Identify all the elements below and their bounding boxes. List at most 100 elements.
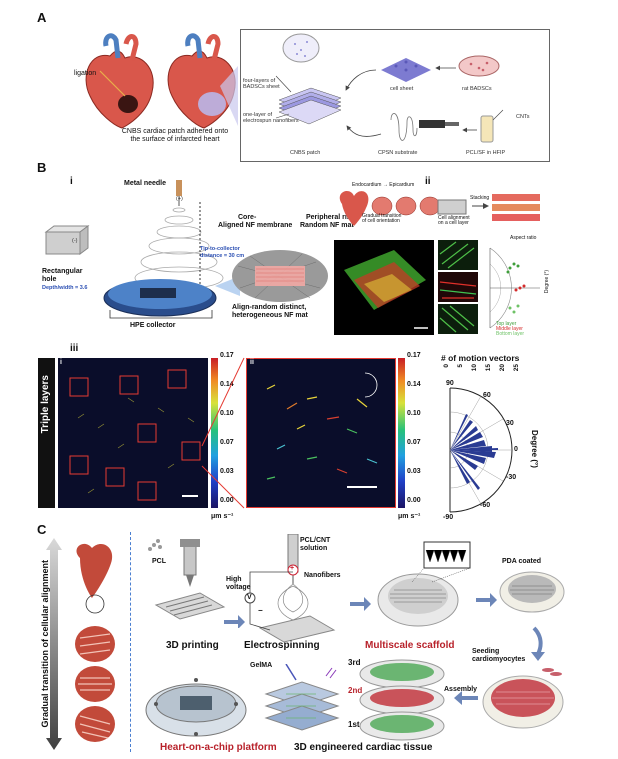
rect-hole-line-2: hole [42, 276, 57, 283]
core-line-2: Aligned NF membrane [218, 222, 293, 229]
one-layer-line-2: electrospun nanofibers [243, 118, 299, 124]
layer-1st-label: 1st [348, 720, 360, 729]
rect-hole-line-1: Rectangular [42, 268, 83, 275]
pcl-cnt-line-2: solution [300, 545, 328, 552]
gelma-label: GelMA [250, 662, 273, 669]
core-line-1: Core- [238, 214, 257, 221]
pda-coated-scaffold [499, 571, 565, 613]
align-line-2: heterogeneous NF mat [232, 312, 308, 319]
hpe-collector-label: HPE collector [130, 322, 176, 329]
arrow-icon [454, 691, 478, 705]
gradual-transition-label: Gradual transition of cellular alignment [40, 560, 50, 728]
patch-fabrication-box [240, 29, 550, 162]
rat-badscs-label: rat BADSCs [462, 86, 492, 92]
plus-terminal-label: (+) [176, 196, 183, 202]
mv-tick-4: 20 [499, 364, 506, 372]
bottom-layer-image [438, 304, 478, 334]
image-ii-label: ii [250, 359, 254, 366]
panel-letter-c: C [37, 522, 47, 537]
polar-histogram [449, 387, 513, 513]
minus-terminal-label: (-) [72, 238, 78, 244]
polar-tick-90: 90 [446, 380, 454, 387]
step-electrospinning: Electrospinning [244, 640, 320, 651]
tip-distance-line-1: Tip-to-collector [200, 246, 240, 252]
heart-ligation-icon [85, 33, 154, 129]
periph-line-1: Peripheral rim- [306, 214, 356, 221]
seeded-scaffold [482, 668, 564, 729]
metal-needle-label: Metal needle [124, 180, 167, 187]
colorbar-i [211, 358, 218, 508]
cell-alignment-line-1: Cell alignment [438, 215, 470, 221]
polar-tick-minus90: -90 [443, 514, 454, 521]
arrow-icon [350, 597, 371, 611]
gradual-transition-diagram [46, 538, 115, 750]
patch-fabrication-diagram [275, 33, 504, 143]
stacked-tissue-illustration [359, 659, 445, 741]
unit-label-i: μm s⁻¹ [211, 513, 234, 520]
degree-label: Degree (°) [544, 270, 550, 294]
middle-layer-legend: Middle layer [496, 326, 523, 332]
polar-tick-30: 30 [506, 420, 514, 427]
arrow-icon [224, 615, 245, 628]
bottom-layer-legend: Bottom layer [496, 331, 525, 337]
motion-field-image-ii [246, 358, 396, 508]
high-voltage-line-1: High [226, 576, 242, 583]
pda-coated-label: PDA coated [502, 558, 542, 565]
four-layers-line-2: BADSCs sheet [243, 84, 280, 90]
cbar-ii-tick-5: 0.00 [407, 497, 421, 504]
panel-c-separator [130, 532, 131, 752]
mv-tick-3: 15 [485, 364, 492, 372]
four-layers-line-1: four-layers of [243, 78, 276, 84]
caption-line-1: CNBS cardiac patch adhered onto [121, 128, 229, 135]
arrow-icon [531, 626, 545, 661]
minus-symbol: − [258, 606, 263, 615]
motion-vectors-ticks: 0 5 10 15 20 25 [443, 364, 523, 384]
step-multiscale-scaffold: Multiscale scaffold [365, 640, 455, 651]
triple-layers-bar [38, 358, 55, 508]
sub-label-iii: iii [70, 343, 79, 354]
mv-tick-1: 5 [457, 364, 464, 368]
gelma-stack-illustration [264, 664, 340, 731]
pcl-cnt-line-1: PCL/CNT [300, 537, 331, 544]
polar-tick-minus60: -60 [480, 502, 491, 509]
cpsn-substrate-label: CPSN substrate [378, 150, 418, 156]
cbar-ii-tick-0: 0.17 [407, 352, 421, 359]
zoom-connector [201, 357, 245, 509]
panel-letter-b: B [37, 160, 47, 175]
assembly-label: Assembly [444, 686, 478, 693]
cell-sheet-label: cell sheet [390, 86, 414, 92]
plus-symbol: + [290, 565, 295, 572]
cbar-ii-tick-3: 0.07 [407, 439, 421, 446]
colorbar-ii-ticks: 0.17 0.14 0.10 0.07 0.03 0.00 [407, 352, 431, 512]
top-layer-image [438, 240, 478, 270]
stacking-label: Stacking [470, 195, 490, 201]
one-layer-line-1: one-layer of [243, 112, 273, 118]
pcl-sf-label: PCL/SF in HFIP [466, 150, 506, 156]
cbar-i-tick-1: 0.14 [220, 381, 234, 388]
cell-alignment-line-2: on a cell layer [438, 220, 469, 226]
confocal-3d-image [334, 240, 434, 335]
cbar-i-tick-5: 0.00 [220, 497, 234, 504]
cbar-i-tick-2: 0.10 [220, 410, 234, 417]
cbar-ii-tick-4: 0.03 [407, 468, 421, 475]
electrospinning-setup-diagram [44, 180, 328, 319]
aspect-ratio-label: Aspect ratio [510, 235, 537, 241]
polar-tick-minus30: -30 [506, 474, 517, 481]
cnts-label: CNTs [516, 114, 530, 120]
3d-printer-illustration [148, 539, 226, 620]
depth-width-label: Depth/width = 3.6 [42, 285, 88, 291]
cell-alignment-schematic [339, 190, 540, 226]
sub-label-i: i [70, 176, 73, 187]
cbar-ii-tick-1: 0.14 [407, 381, 421, 388]
multiscale-scaffold-illustration [377, 541, 471, 627]
polar-tick-60: 60 [483, 392, 491, 399]
colorbar-ii [398, 358, 405, 508]
heart-patched-icon [167, 33, 236, 129]
middle-layer-image [438, 272, 478, 302]
motion-vectors-title: # of motion vectors [441, 353, 520, 363]
layer-2nd-label: 2nd [348, 686, 363, 695]
heart-on-chip-illustration [145, 678, 247, 737]
electrospinning-illustration [244, 534, 336, 643]
unit-label-ii: μm s⁻¹ [398, 513, 421, 520]
cbar-i-tick-4: 0.03 [220, 468, 234, 475]
